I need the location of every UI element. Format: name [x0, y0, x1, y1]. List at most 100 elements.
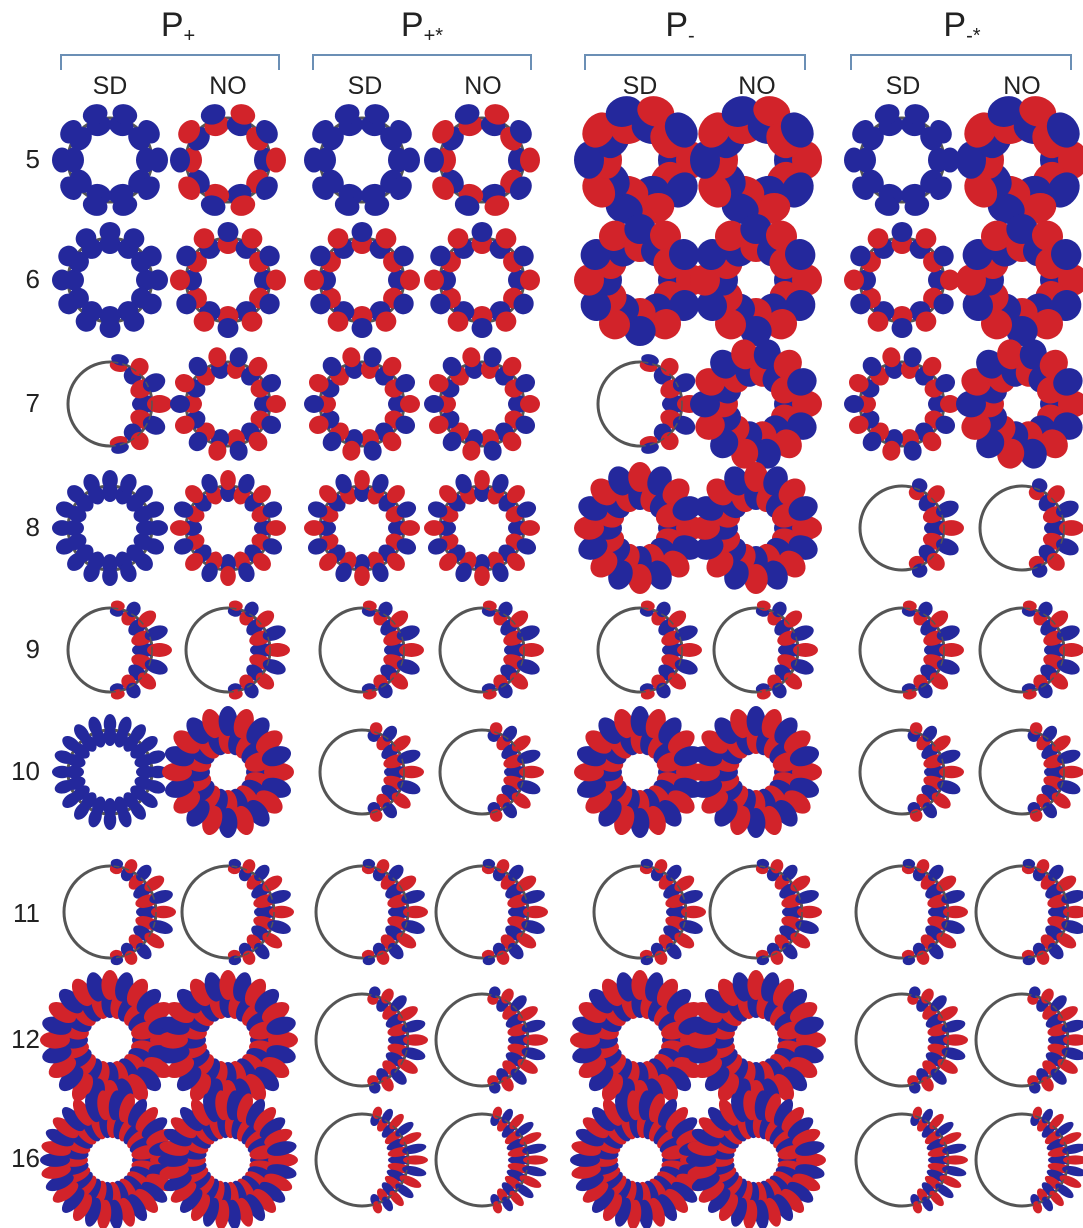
orbital-ring-image — [301, 1099, 423, 1221]
orbital-ring-image — [425, 471, 539, 585]
header-subscript: - — [688, 25, 695, 47]
orbital-ring-image — [965, 471, 1079, 585]
group-bracket — [850, 54, 1072, 70]
sub-label-sd: SD — [605, 72, 675, 101]
orbital-ring-image — [965, 715, 1079, 829]
orbital-ring-image — [841, 851, 963, 973]
orbital-ring-image — [699, 715, 813, 829]
orbital-ring-image — [305, 103, 419, 217]
orbital-ring-image — [583, 593, 697, 707]
group-bracket — [584, 54, 806, 70]
orbital-ring-image — [695, 1099, 817, 1221]
row-label: 6 — [0, 264, 40, 295]
orbital-ring-image — [965, 223, 1079, 337]
orbital-ring-image — [965, 593, 1079, 707]
header-subscript: -* — [966, 25, 980, 47]
row-label: 7 — [0, 388, 40, 419]
orbital-ring-image — [305, 223, 419, 337]
orbital-ring-image — [845, 593, 959, 707]
orbital-ring-image — [53, 223, 167, 337]
orbital-ring-image — [841, 1099, 963, 1221]
orbital-ring-image — [171, 223, 285, 337]
orbital-ring-image — [167, 979, 289, 1101]
orbital-ring-image — [965, 347, 1079, 461]
orbital-ring-image — [167, 1099, 289, 1221]
header-subscript: +* — [424, 25, 443, 47]
sub-label-sd: SD — [868, 72, 938, 101]
orbital-ring-image — [699, 103, 813, 217]
sub-label-no: NO — [722, 72, 792, 101]
row-label: 16 — [0, 1143, 40, 1174]
column-header-p-minus: P- — [630, 8, 730, 53]
row-label: 11 — [0, 898, 40, 929]
orbital-ring-image — [699, 223, 813, 337]
orbital-ring-image — [583, 347, 697, 461]
orbital-ring-image — [305, 715, 419, 829]
orbital-ring-image — [695, 979, 817, 1101]
orbital-ring-image — [961, 851, 1083, 973]
column-header-p-minus-star: P-* — [912, 8, 1012, 53]
orbital-ring-image — [845, 471, 959, 585]
orbital-ring-image — [421, 979, 543, 1101]
orbital-ring-image — [171, 471, 285, 585]
orbital-ring-image — [425, 593, 539, 707]
orbital-ring-image — [841, 979, 963, 1101]
orbital-ring-image — [301, 979, 423, 1101]
orbital-ring-image — [171, 347, 285, 461]
orbital-ring-image — [305, 593, 419, 707]
orbital-ring-image — [845, 347, 959, 461]
orbital-ring-image — [49, 851, 171, 973]
group-bracket — [60, 54, 280, 70]
orbital-ring-image — [699, 471, 813, 585]
orbital-ring-image — [301, 851, 423, 973]
orbital-ring-image — [699, 593, 813, 707]
header-base: P — [665, 6, 688, 44]
orbital-ring-image — [579, 979, 701, 1101]
orbital-ring-image — [583, 471, 697, 585]
orbital-ring-image — [699, 347, 813, 461]
orbital-ring-image — [579, 851, 701, 973]
orbital-ring-image — [53, 103, 167, 217]
group-bracket — [312, 54, 532, 70]
row-label: 5 — [0, 144, 40, 175]
row-label: 8 — [0, 512, 40, 543]
header-subscript: + — [184, 25, 196, 47]
orbital-ring-image — [845, 223, 959, 337]
orbital-ring-image — [583, 715, 697, 829]
orbital-ring-image — [49, 1099, 171, 1221]
orbital-ring-image — [965, 103, 1079, 217]
orbital-ring-image — [421, 1099, 543, 1221]
orbital-ring-image — [53, 471, 167, 585]
orbital-ring-image — [171, 593, 285, 707]
sub-label-sd: SD — [75, 72, 145, 101]
orbital-ring-image — [425, 223, 539, 337]
sub-label-no: NO — [987, 72, 1057, 101]
orbital-ring-image — [845, 103, 959, 217]
orbital-ring-image — [305, 347, 419, 461]
column-header-p-plus: P+ — [128, 8, 228, 53]
column-header-p-plus-star: P+* — [372, 8, 472, 53]
orbital-ring-image — [53, 593, 167, 707]
orbital-ring-image — [53, 715, 167, 829]
orbital-ring-image — [961, 1099, 1083, 1221]
header-base: P — [401, 6, 424, 44]
orbital-ring-image — [49, 979, 171, 1101]
sub-label-no: NO — [448, 72, 518, 101]
orbital-ring-image — [425, 715, 539, 829]
sub-label-sd: SD — [330, 72, 400, 101]
orbital-ring-image — [583, 223, 697, 337]
header-base: P — [161, 6, 184, 44]
sub-label-no: NO — [193, 72, 263, 101]
orbital-ring-image — [305, 471, 419, 585]
orbital-ring-image — [961, 979, 1083, 1101]
row-label: 10 — [0, 756, 40, 787]
orbital-ring-image — [583, 103, 697, 217]
orbital-ring-image — [171, 103, 285, 217]
orbital-ring-image — [425, 103, 539, 217]
row-label: 12 — [0, 1024, 40, 1055]
orbital-ring-image — [425, 347, 539, 461]
row-label: 9 — [0, 634, 40, 665]
orbital-ring-image — [171, 715, 285, 829]
orbital-ring-image — [53, 347, 167, 461]
